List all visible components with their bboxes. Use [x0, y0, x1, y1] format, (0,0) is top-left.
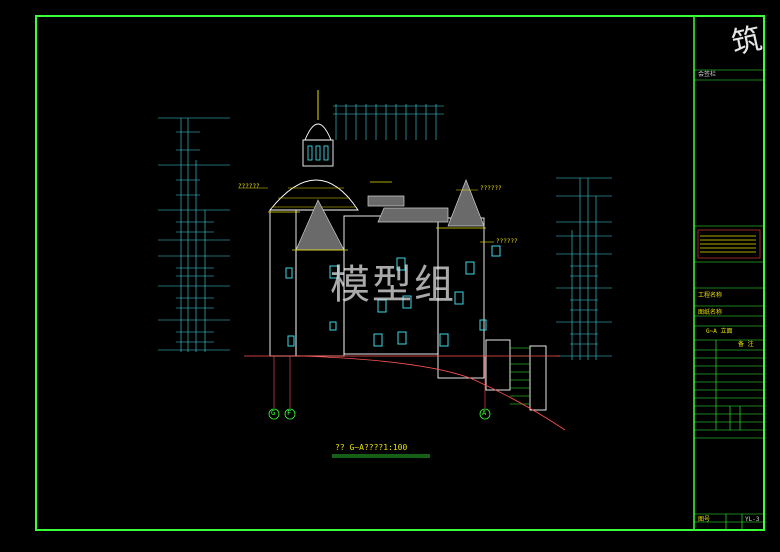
- title-block-stamp: [697, 229, 761, 259]
- title-block-item-countersign: 会签栏: [698, 71, 717, 78]
- dome-tower: [269, 90, 359, 211]
- left-dimension-string: [158, 117, 230, 352]
- axis-bubbles: [268, 408, 491, 420]
- roofs: [295, 179, 485, 251]
- title-block-item-view: G~A 立面: [706, 328, 733, 335]
- title-block-grid: [694, 69, 764, 530]
- windows: [285, 245, 501, 347]
- stamp-hatch: [700, 235, 756, 253]
- drawing-title-prefix: ??: [335, 443, 345, 452]
- axis-label-g: G: [271, 409, 276, 417]
- axis-lines: [273, 356, 486, 408]
- drawing-title-axis-to: A: [359, 443, 364, 452]
- right-dimension-string: [556, 177, 612, 360]
- drawing-title-axis-from: G: [349, 443, 355, 452]
- callout-dome: ??????: [238, 183, 260, 190]
- title-underline: [332, 454, 430, 458]
- axis-label-f: F: [287, 409, 292, 417]
- axis-label-a: A: [482, 409, 487, 417]
- drawing-title: ?? G~A????1:100: [335, 443, 408, 452]
- drawing-title-scale: ????1:100: [363, 443, 408, 452]
- drawing-frame: [35, 15, 765, 531]
- callout-roof: ??????: [496, 238, 518, 245]
- grade-line: [244, 355, 566, 431]
- roof-eaves: [268, 181, 486, 251]
- callout-spire: ??????: [480, 185, 502, 192]
- title-block-item-project: 工程名称: [698, 292, 723, 299]
- title-block-item-notes: 备 注: [738, 341, 754, 348]
- top-dimension-string: [333, 104, 444, 140]
- title-block-sheet-label: 图号: [698, 516, 711, 523]
- title-block-item-sheet-name: 图纸名称: [698, 309, 723, 316]
- title-block-sheet-number: YL-3: [745, 516, 760, 523]
- callout-leaders: [238, 187, 494, 243]
